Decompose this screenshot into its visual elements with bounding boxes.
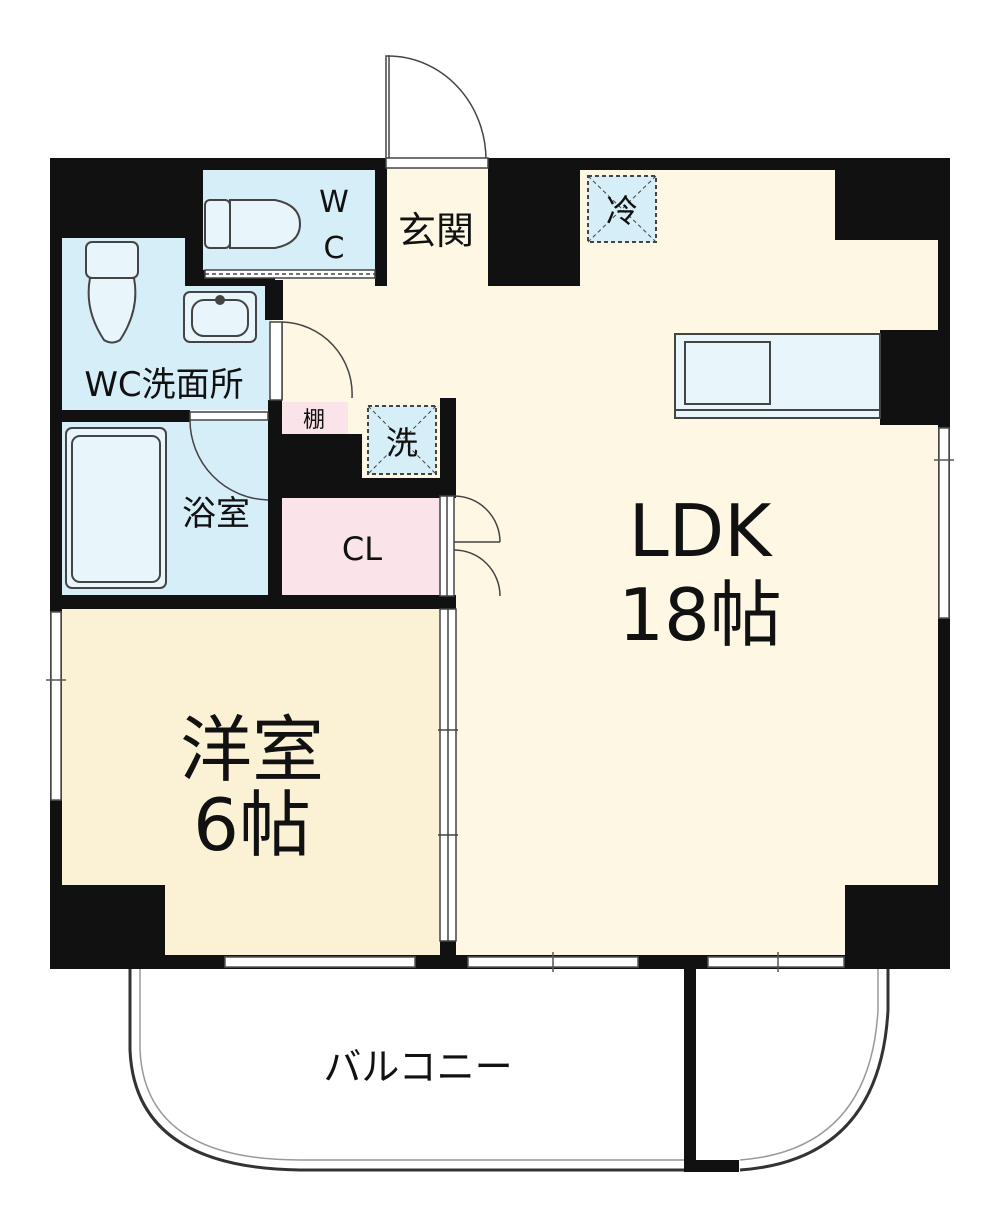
fridge-label: 冷 [606, 192, 638, 230]
balcony-divider-foot [684, 1160, 739, 1172]
wc-label-line2: C [324, 231, 345, 266]
shelf-floor [280, 402, 348, 436]
pillar-kitchen [880, 330, 950, 425]
washer-space [367, 405, 437, 475]
outer-wall-top-left [50, 158, 200, 238]
washroom-toilet [85, 241, 139, 344]
bath-door[interactable] [189, 411, 269, 501]
entrance-door[interactable] [385, 55, 489, 169]
bathtub [65, 427, 167, 589]
western-room-label: 洋室 [180, 708, 324, 792]
wall-genkan-left [375, 158, 387, 286]
fixtures [65, 175, 881, 589]
wc-sliding-door[interactable] [204, 269, 376, 279]
wash-basin [183, 291, 257, 343]
genkan-label: 玄関 [398, 209, 474, 253]
balcony-divider [684, 968, 696, 1172]
ldk-size: 18帖 [618, 573, 782, 657]
wall-wc-left [185, 158, 203, 280]
wall-shelf-bottom [270, 434, 362, 498]
closet-floor [280, 498, 440, 596]
kitchen-counter [674, 333, 881, 419]
balcony-rail-right-inner [739, 968, 879, 1161]
pillar-top-right [835, 158, 950, 240]
wall-washer-right [440, 398, 456, 496]
western-room-size: 6帖 [193, 783, 311, 867]
wall-closet-bottom [50, 595, 456, 609]
wc-washroom-label: WC洗面所 [84, 365, 243, 405]
pillar-genkan [488, 158, 580, 286]
wall-washer-bottom [350, 478, 456, 498]
pillar-bottom-right [845, 885, 950, 969]
balcony-label: バルコニー [323, 1045, 512, 1089]
wc-washroom-door[interactable] [269, 321, 353, 401]
outer-wall-left [50, 158, 62, 968]
labels: W C 玄関 冷 WC洗面所 棚 洗 浴室 CL LDK 18帖 洋室 6帖 バ… [84, 185, 781, 1089]
pillar-bottom-left [50, 885, 165, 969]
windows [46, 427, 954, 972]
window-bottom-western [224, 956, 416, 968]
window-right [938, 427, 950, 619]
outer-wall-top-right [488, 158, 950, 170]
balcony-rail-inner [139, 968, 690, 1161]
shelf-label: 棚 [303, 408, 325, 433]
window-bottom-ldk-2 [707, 956, 845, 968]
doors [189, 55, 501, 942]
balcony-rail-right [739, 968, 890, 1172]
closet-label: CL [342, 530, 382, 568]
genkan-floor [385, 165, 495, 285]
closet-door[interactable] [439, 495, 501, 597]
western-room-sliding-door[interactable] [438, 608, 458, 942]
wc-label-line1: W [319, 185, 349, 220]
wc-toilet [204, 199, 302, 249]
bath-label: 浴室 [182, 494, 250, 534]
outer-wall-top [195, 158, 385, 170]
balcony [128, 968, 890, 1172]
wall-partition-base [440, 938, 456, 968]
wall-wash-right [265, 280, 283, 320]
wall-genkan-bottom [375, 282, 383, 286]
wall-bath-right [268, 400, 282, 608]
balcony-rail [128, 968, 690, 1172]
fridge-space [587, 175, 657, 243]
washer-label: 洗 [386, 424, 418, 462]
wall-wash-bath [50, 410, 190, 422]
window-left [50, 611, 62, 801]
ldk-label: LDK [629, 489, 774, 573]
